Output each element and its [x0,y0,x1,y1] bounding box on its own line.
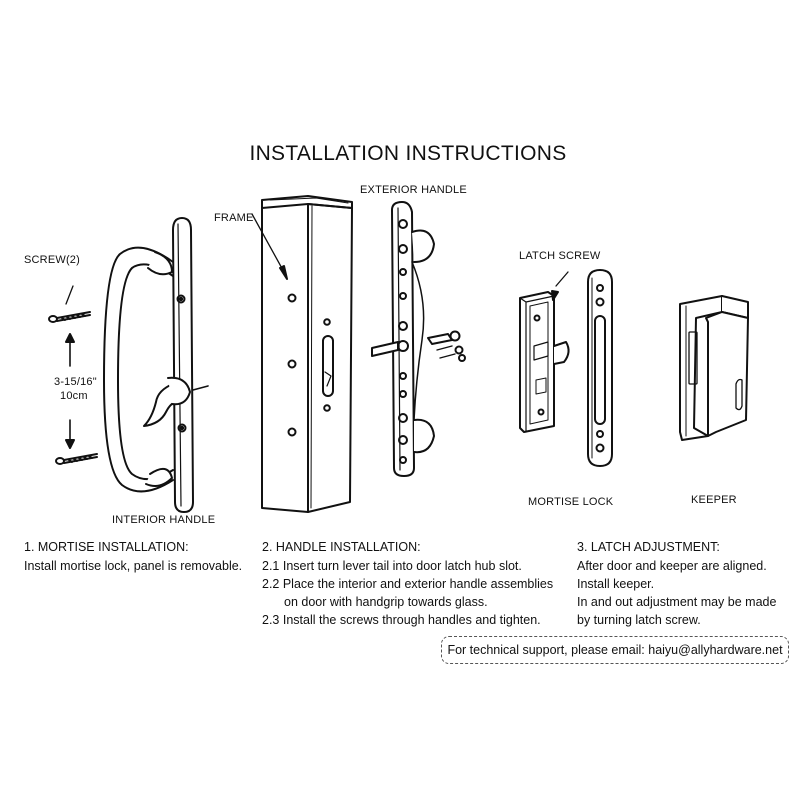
step-2-line: on door with handgrip towards glass. [284,595,488,609]
frame-label: FRAME [214,212,254,224]
step-3-heading: 3. LATCH ADJUSTMENT: [577,540,720,554]
screw-bottom [55,453,98,465]
screw-top [48,311,91,323]
dimension-cm-label: 10cm [60,390,88,402]
step-2-line: 2.1 Insert turn lever tail into door lat… [262,559,522,573]
step-2-line: 2.3 Install the screws through handles a… [262,613,541,627]
step-3-line: In and out adjustment may be made [577,595,777,609]
keeper-label: KEEPER [691,494,737,506]
dimension-inches-label: 3-15/16" [54,376,97,388]
step-1-heading: 1. MORTISE INSTALLATION: [24,540,189,554]
step-1-line: Install mortise lock, panel is removable… [24,559,243,573]
interior-handle-label: INTERIOR HANDLE [112,514,216,526]
step-1: 1. MORTISE INSTALLATION: Install mortise… [24,538,254,575]
latch-screw-label: LATCH SCREW [519,250,601,262]
step-3-line: by turning latch screw. [577,613,701,627]
interior-handle [103,217,209,513]
page-title: INSTALLATION INSTRUCTIONS [249,142,567,165]
step-3: 3. LATCH ADJUSTMENT: After door and keep… [577,538,787,629]
mortise-faceplate [587,269,613,467]
screw-label: SCREW(2) [24,254,80,266]
step-2-heading: 2. HANDLE INSTALLATION: [262,540,421,554]
frame [251,195,353,513]
exterior-handle [371,201,466,477]
step-3-line: Install keeper. [577,577,655,591]
step-2: 2. HANDLE INSTALLATION: 2.1 Insert turn … [262,538,562,629]
step-2-line: 2.2 Place the interior and exterior hand… [262,577,554,591]
exterior-handle-label: EXTERIOR HANDLE [360,184,467,196]
mortise-lock-label: MORTISE LOCK [528,496,614,508]
support-contact-box: For technical support, please email: hai… [441,636,789,664]
keeper [679,295,749,441]
mortise-lock-body [519,271,570,433]
step-3-line: After door and keeper are aligned. [577,559,767,573]
